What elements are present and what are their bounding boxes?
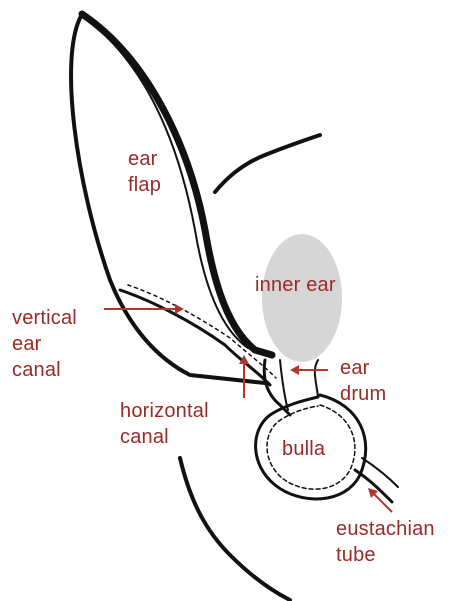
label-horizontal-canal-line1: horizontal bbox=[120, 398, 209, 424]
label-eustachian-tube-line2: tube bbox=[336, 542, 435, 568]
horizontal-canal-wall-2 bbox=[280, 360, 288, 410]
label-horizontal-canal-line2: canal bbox=[120, 424, 209, 450]
ear-drum-arrowhead bbox=[290, 365, 299, 375]
label-ear-flap: ear flap bbox=[128, 146, 161, 198]
label-ear-drum-line2: drum bbox=[340, 381, 386, 407]
label-vertical-canal-line2: ear bbox=[12, 331, 77, 357]
label-ear-drum: ear drum bbox=[340, 355, 386, 407]
label-ear-drum-line1: ear bbox=[340, 355, 386, 381]
label-eustachian-tube: eustachian tube bbox=[336, 516, 435, 568]
inner-ear-shape bbox=[262, 234, 342, 362]
eustachian-tube-arrow bbox=[372, 492, 392, 512]
label-vertical-canal-line3: canal bbox=[12, 357, 77, 383]
label-bulla-line1: bulla bbox=[282, 436, 325, 462]
head-outline-lower bbox=[180, 458, 290, 600]
label-bulla: bulla bbox=[282, 436, 325, 462]
label-vertical-canal: vertical ear canal bbox=[12, 305, 77, 383]
eustachian-tube-line-2 bbox=[362, 458, 398, 487]
label-ear-flap-line1: ear bbox=[128, 146, 161, 172]
vertical-canal-wall-inner bbox=[128, 285, 276, 378]
label-horizontal-canal: horizontal canal bbox=[120, 398, 209, 450]
drum-connector bbox=[315, 360, 318, 397]
vertical-canal-arrowhead bbox=[175, 304, 184, 314]
eustachian-tube-line bbox=[355, 470, 392, 502]
label-vertical-canal-line1: vertical bbox=[12, 305, 77, 331]
label-inner-ear-line1: inner ear bbox=[255, 272, 336, 298]
ear-flap-inner-edge bbox=[82, 14, 272, 355]
label-ear-flap-line2: flap bbox=[128, 172, 161, 198]
label-inner-ear: inner ear bbox=[255, 272, 336, 298]
label-eustachian-tube-line1: eustachian bbox=[336, 516, 435, 542]
head-outline-top bbox=[215, 135, 320, 192]
